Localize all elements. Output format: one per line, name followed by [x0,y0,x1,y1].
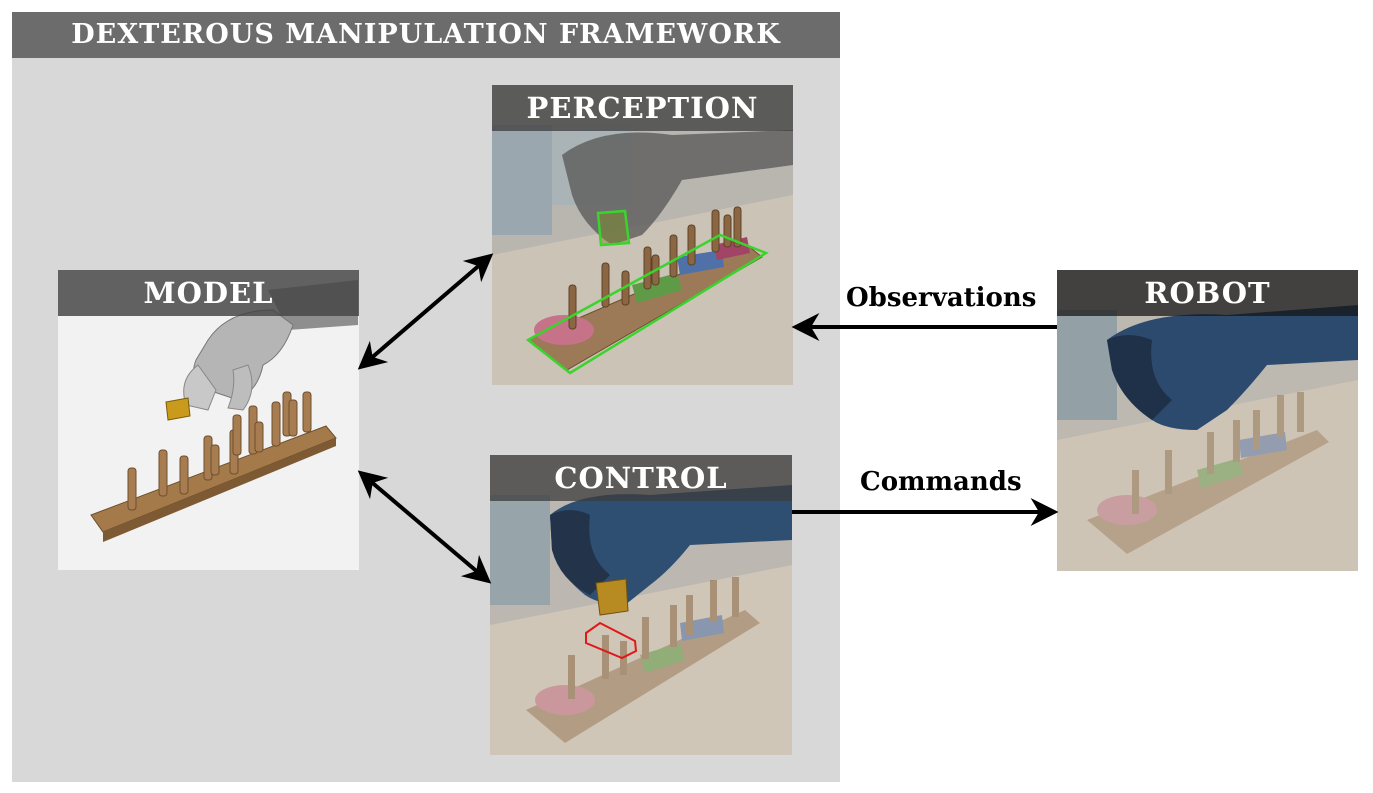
model-panel-title: MODEL [58,270,359,316]
robot-panel-title: ROBOT [1057,270,1358,316]
perception-panel: PERCEPTION [492,85,793,385]
control-panel-title: CONTROL [490,455,792,501]
perception-panel-title: PERCEPTION [492,85,793,131]
framework-title: DEXTEROUS MANIPULATION FRAMEWORK [12,12,840,58]
control-panel: CONTROL [490,455,792,755]
control-camera-image [490,455,792,755]
robot-panel: ROBOT [1057,270,1358,571]
perception-camera-image [492,85,793,385]
commands-label: Commands [860,467,1022,497]
robot-camera-image [1057,270,1358,571]
observations-label: Observations [846,283,1037,313]
model-panel: MODEL [58,270,359,570]
